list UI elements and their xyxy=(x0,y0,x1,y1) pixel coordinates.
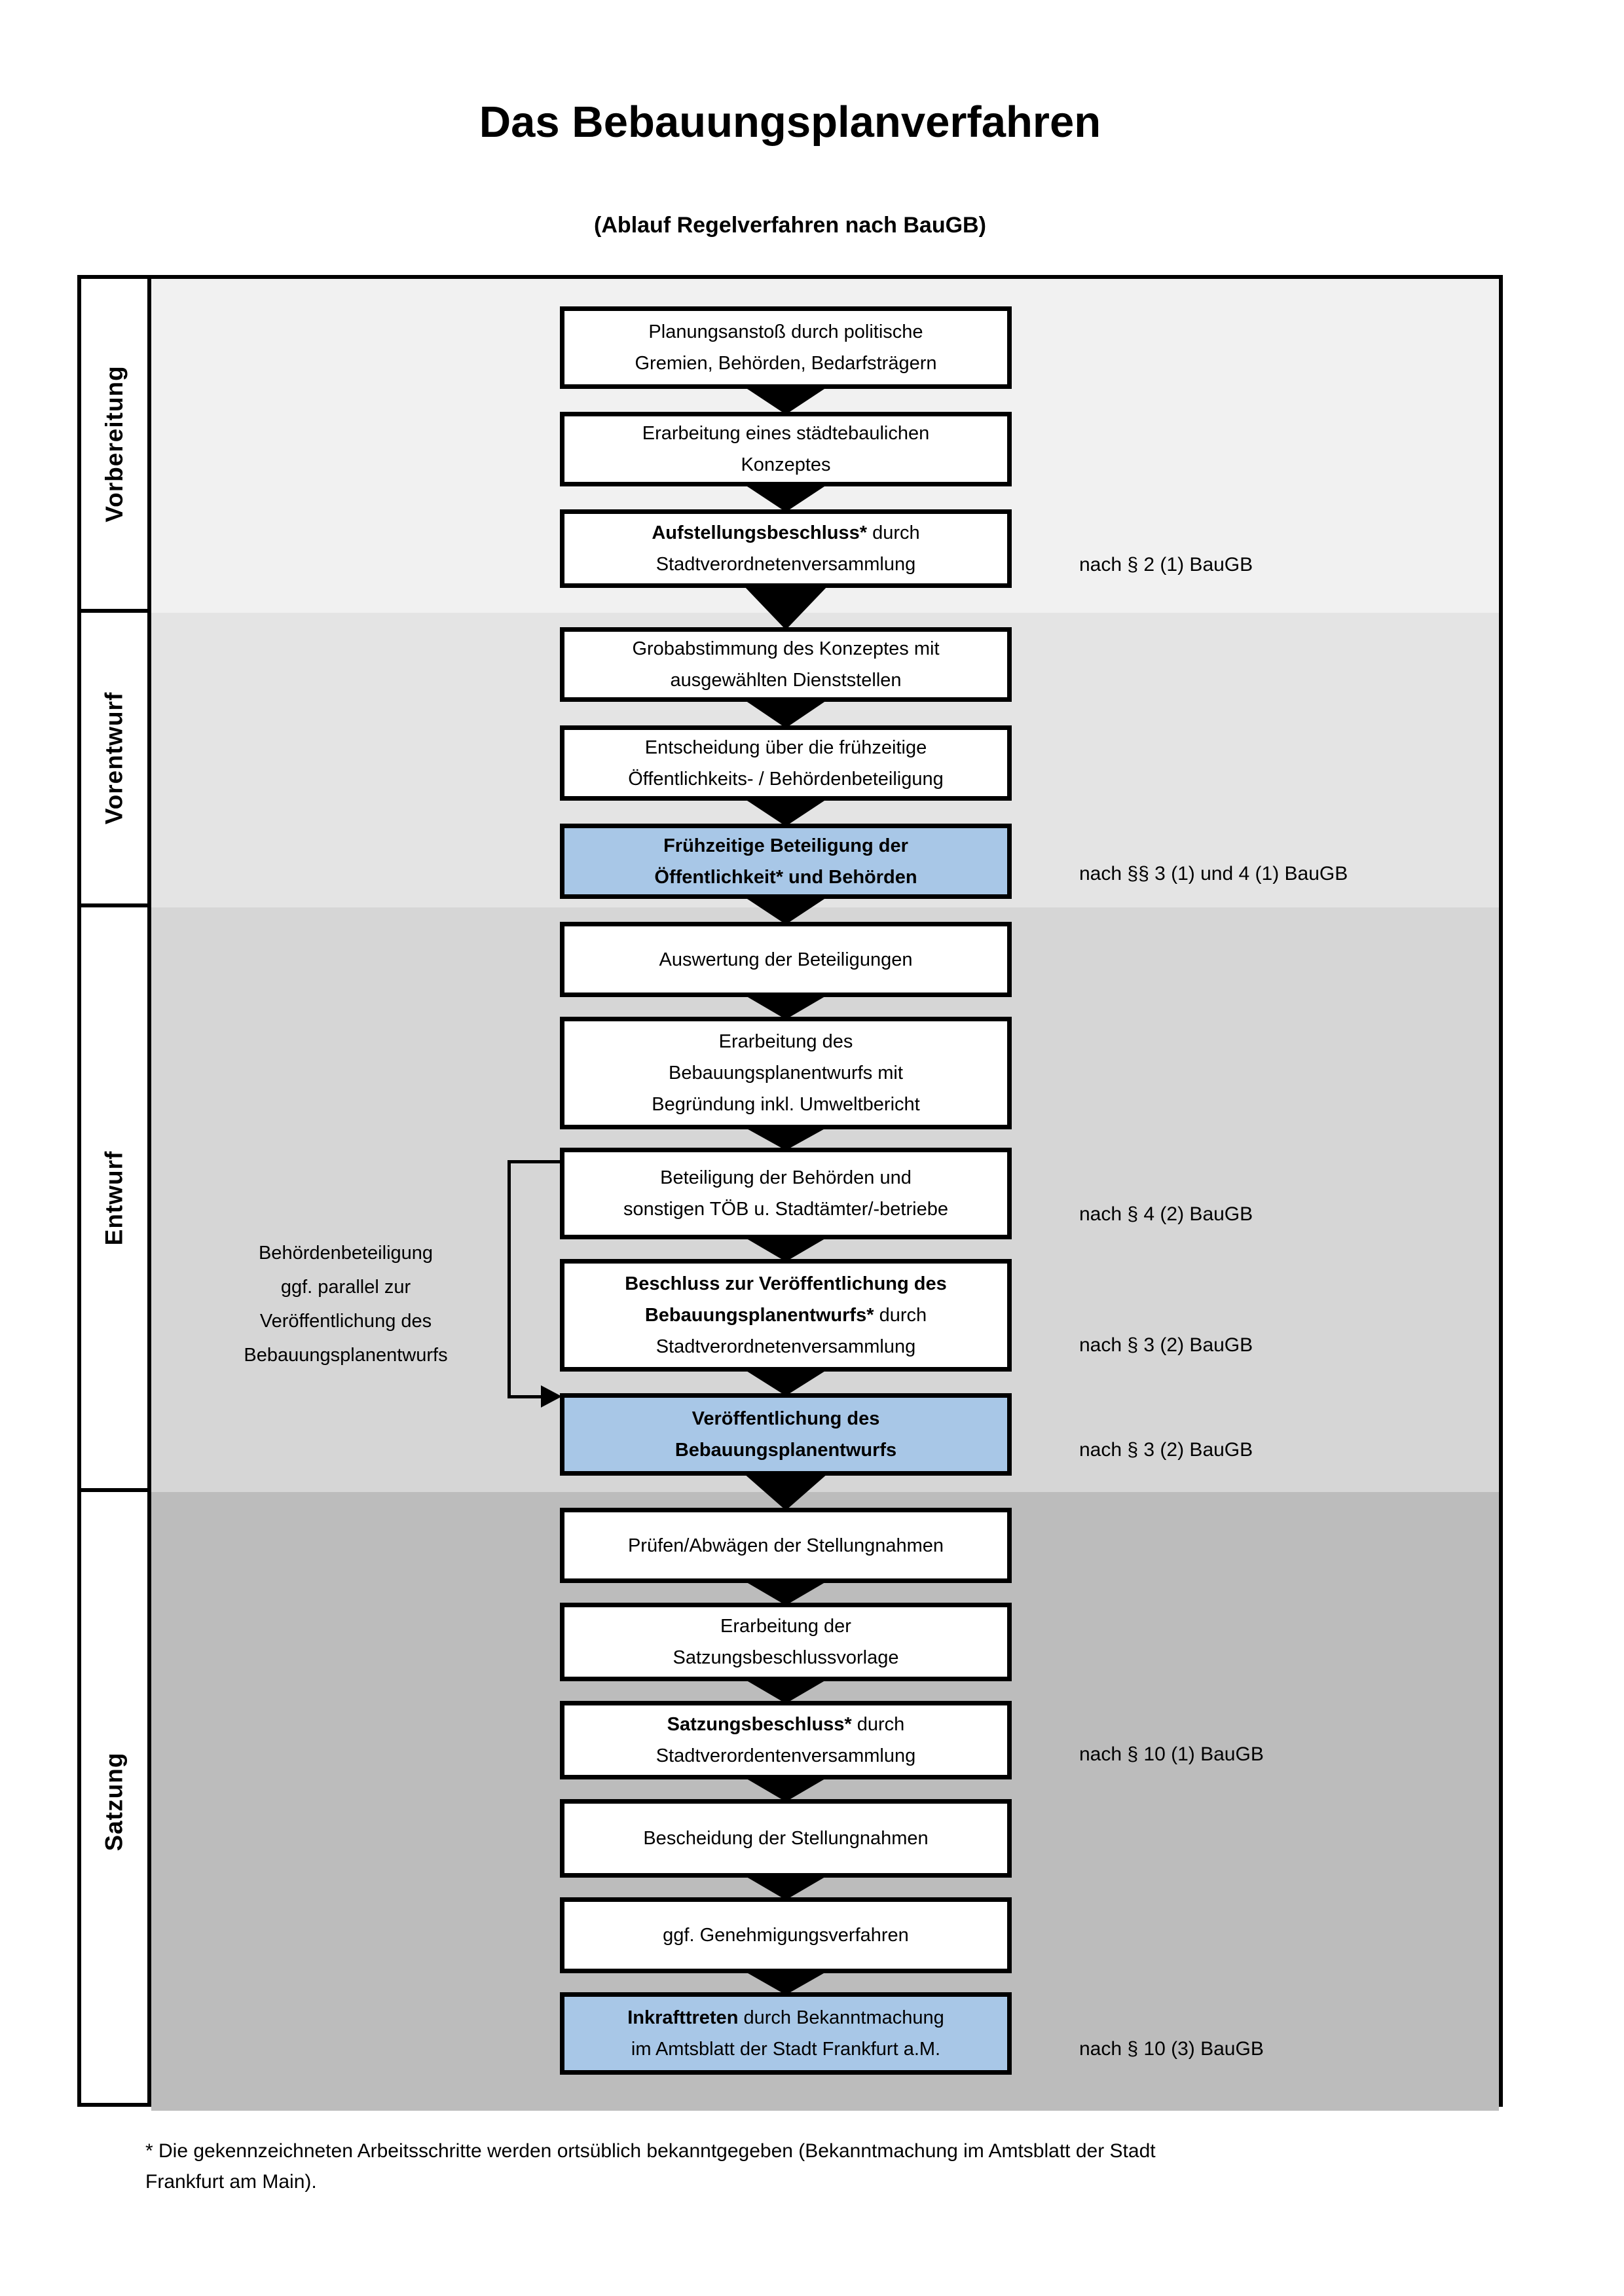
section-band-entwurf xyxy=(151,907,1499,1492)
phase-label-satzung: Satzung xyxy=(81,1492,147,2111)
phase-label-vorentwurf: Vorentwurf xyxy=(81,613,147,907)
page-title: Das Bebauungsplanverfahren xyxy=(479,98,1101,147)
phase-label-text: Vorentwurf xyxy=(100,691,128,825)
phase-label-vorbereitung: Vorbereitung xyxy=(81,279,147,613)
phase-label-text: Entwurf xyxy=(100,1150,128,1245)
section-band-vorentwurf xyxy=(151,613,1499,907)
footnote-line: * Die gekennzeichneten Arbeitsschritte w… xyxy=(145,2140,1156,2162)
page-subtitle: (Ablauf Regelverfahren nach BauGB) xyxy=(594,213,986,238)
phase-label-entwurf: Entwurf xyxy=(81,907,147,1492)
section-band-vorbereitung xyxy=(151,279,1499,613)
footnote-line: Frankfurt am Main). xyxy=(145,2171,317,2193)
footnote: * Die gekennzeichneten Arbeitsschritte w… xyxy=(145,2136,1534,2197)
phase-label-text: Satzung xyxy=(100,1752,128,1851)
section-band-satzung xyxy=(151,1492,1499,2111)
phase-label-text: Vorbereitung xyxy=(100,365,128,522)
